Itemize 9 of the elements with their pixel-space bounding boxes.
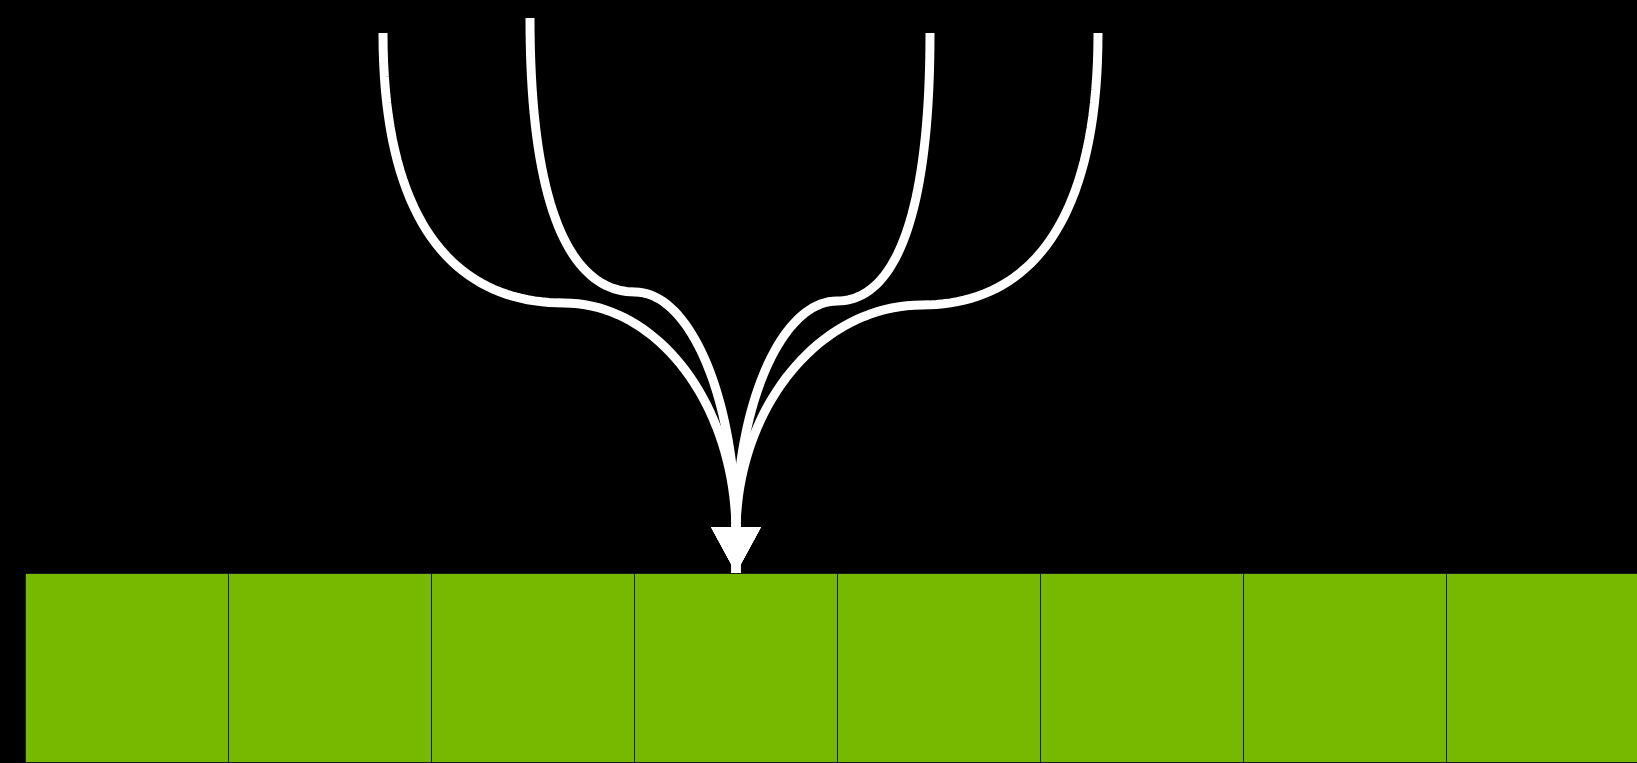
grid-cell-block [1446, 573, 1637, 763]
grid-cell-block [634, 573, 838, 763]
curved-arrow [711, 32, 1103, 573]
grid-cell-block [431, 573, 635, 763]
grid-cell-block [1040, 573, 1244, 763]
grid-cell-block [1243, 573, 1447, 763]
grid-cell-block [25, 573, 229, 763]
grid-cell-block [837, 573, 1041, 763]
grid-cell-block [228, 573, 432, 763]
